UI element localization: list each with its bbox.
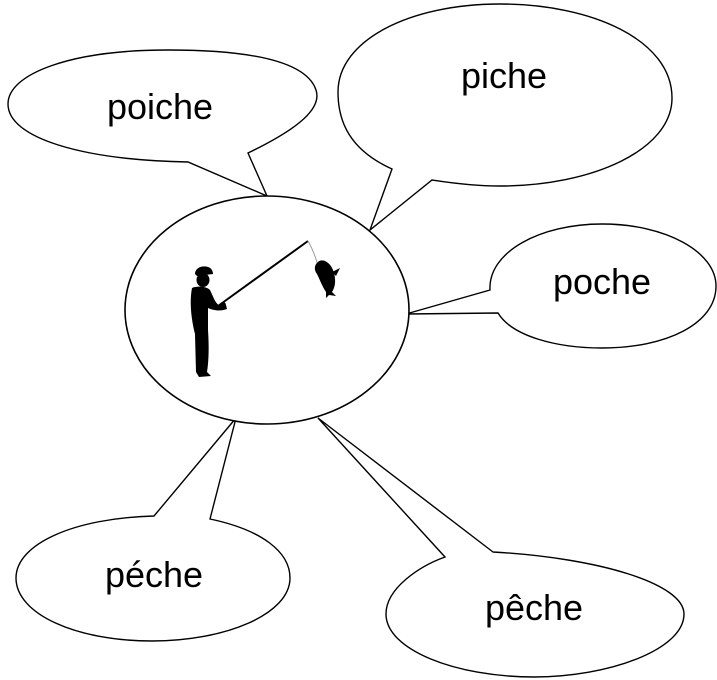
bubble-peche-acute: péche (15, 417, 291, 642)
fishing-rod (217, 240, 309, 307)
bubble-poiche: poiche (7, 49, 318, 198)
bubble-piche-label: piche (461, 55, 547, 96)
bubble-poche-label: poche (553, 261, 651, 302)
center-node (124, 195, 410, 425)
fish-icon (314, 260, 340, 298)
bubble-piche: piche (337, 3, 673, 233)
bubble-peche-circumflex-label: pêche (485, 587, 583, 628)
bubble-poche-shape (405, 223, 717, 349)
bubble-peche-acute-label: péche (105, 554, 203, 595)
center-ellipse (124, 195, 410, 425)
bubble-piche-shape (337, 3, 673, 233)
bubble-poche: poche (405, 223, 717, 349)
bubble-peche-circumflex-shape (317, 417, 685, 678)
bubble-poiche-shape (7, 49, 318, 198)
bubble-peche-acute-shape (15, 417, 291, 642)
bubble-peche-circumflex: pêche (317, 417, 685, 678)
bubble-poiche-label: poiche (107, 86, 213, 127)
